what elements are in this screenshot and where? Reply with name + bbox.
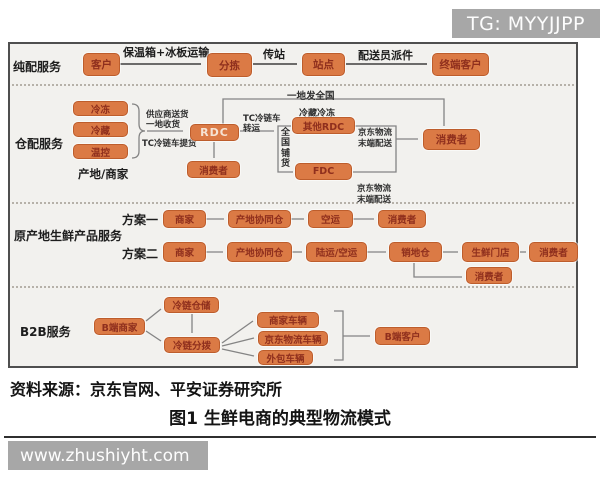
- node-p1-merchant: 商家: [163, 210, 206, 228]
- section-label-b2b: B2B服务: [20, 325, 71, 339]
- edge-label-supplier-delivery: 供应商送货: [146, 110, 189, 120]
- label-jd-logistics-1: 京东物流: [358, 128, 393, 138]
- separator-2: [12, 202, 574, 204]
- node-p1-consumer: 消费者: [378, 210, 426, 228]
- edge-label-transfer-station: 传站: [263, 48, 285, 61]
- watermark-top: TG: MYYJJPP: [452, 9, 600, 38]
- section-label-pure: 纯配服务: [13, 60, 62, 74]
- separator-3: [12, 286, 574, 288]
- node-b2b-merchant: B端商家: [94, 318, 145, 335]
- watermark-bottom: www.zhushiyht.com: [8, 441, 208, 470]
- node-consumer-mid: 消费者: [187, 161, 240, 178]
- label-origin-merchant: 产地/商家: [78, 167, 129, 181]
- label-nationwide-stock: 全国铺货: [281, 128, 291, 170]
- node-cold-chain-storage: 冷链仓储: [164, 297, 219, 313]
- node-chilled: 冷藏: [73, 122, 128, 137]
- node-p1-origin-warehouse: 产地协同仓: [228, 210, 291, 228]
- node-frozen: 冷冻: [73, 101, 128, 116]
- node-sorting: 分拣: [207, 53, 252, 77]
- node-end-customer: 终端客户: [432, 53, 489, 76]
- edge-label-tc-transfer-1: TC冷链车: [243, 114, 281, 124]
- node-customer: 客户: [83, 53, 120, 76]
- separator-1: [12, 84, 574, 86]
- section-label-origin: 原产地生鲜产品服务: [14, 229, 123, 243]
- source-text: 资料来源：京东官网、平安证券研究所: [10, 382, 283, 399]
- label-chilled-frozen: 冷藏冷冻: [299, 109, 336, 119]
- node-jd-logistics-vehicle: 京东物流车辆: [258, 331, 328, 346]
- figure-caption: 图1 生鲜电商的典型物流模式: [169, 409, 391, 429]
- edge-label-tc-transfer-2: 转运: [243, 124, 261, 134]
- node-fdc: FDC: [295, 163, 352, 180]
- section-label-warehouse: 仓配服务: [15, 137, 64, 151]
- node-outsource-vehicle: 外包车辆: [258, 350, 313, 365]
- node-p2-land-air-transport: 陆运/空运: [306, 242, 367, 262]
- node-p2-fresh-store: 生鲜门店: [462, 242, 519, 262]
- node-p1-air-transport: 空运: [308, 210, 353, 228]
- label-last-mile-1: 末端配送: [358, 139, 393, 149]
- node-p2-origin-warehouse: 产地协同仓: [227, 242, 292, 262]
- node-temp-control: 温控: [73, 144, 128, 159]
- label-jd-logistics-2: 京东物流: [357, 184, 392, 194]
- node-cold-chain-dispatch: 冷链分拨: [164, 337, 220, 353]
- node-rdc: RDC: [190, 124, 239, 141]
- edge-label-one-place-nationwide: 一地发全国: [287, 91, 335, 102]
- node-p2-merchant: 商家: [163, 242, 206, 262]
- node-p2-sales-warehouse: 销地仓: [389, 242, 442, 262]
- node-b2b-customer: B端客户: [375, 327, 430, 345]
- edge-label-insulated-transport: 保温箱+冰板运输: [123, 46, 210, 59]
- node-station: 站点: [302, 53, 345, 76]
- label-last-mile-2: 末端配送: [357, 195, 392, 205]
- label-plan2: 方案二: [122, 247, 159, 261]
- node-p2-consumer-2: 消费者: [466, 267, 512, 284]
- node-consumer-right: 消费者: [423, 129, 480, 150]
- edge-label-courier-delivery: 配送员派件: [358, 49, 413, 62]
- node-p2-consumer: 消费者: [529, 242, 578, 262]
- edge-label-one-place-receive: 一地收货: [146, 120, 181, 130]
- node-merchant-vehicle: 商家车辆: [257, 312, 319, 328]
- node-other-rdc: 其他RDC: [292, 117, 355, 134]
- footer-divider: [4, 436, 596, 438]
- edge-label-tc-pickup: TC冷链车提货: [142, 139, 197, 149]
- label-plan1: 方案一: [122, 213, 159, 227]
